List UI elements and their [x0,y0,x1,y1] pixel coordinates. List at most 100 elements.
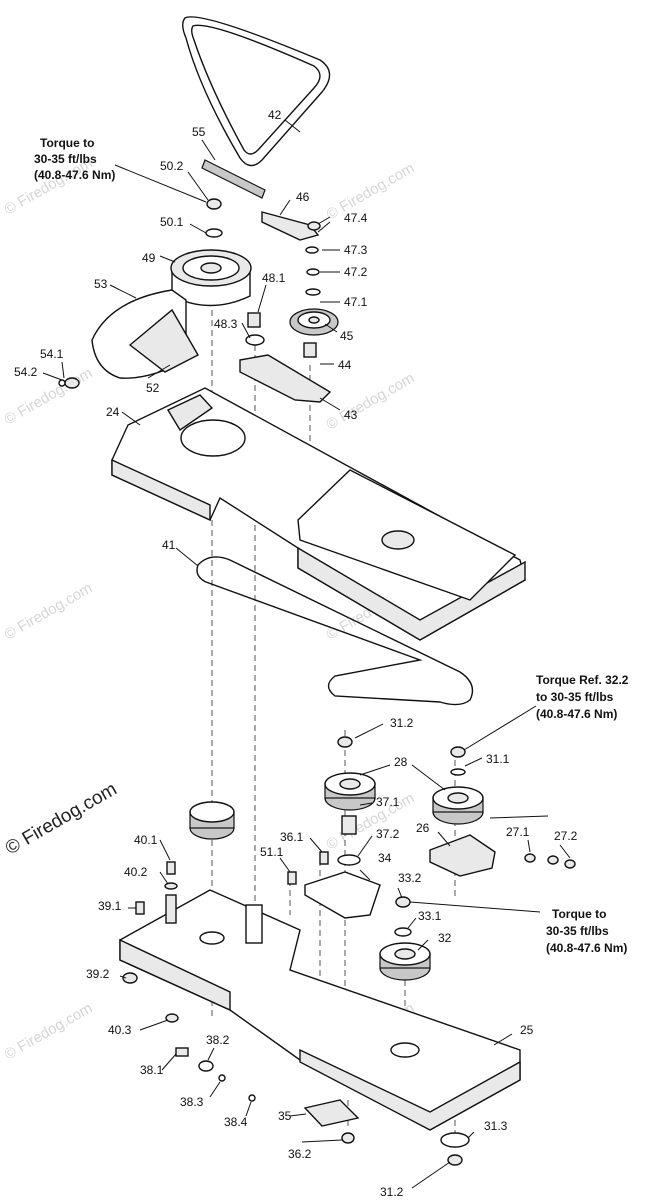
nut-39-2 [122,972,138,984]
callout-47-1: 47.1 [344,295,368,309]
nut-31-2 [337,736,353,748]
callout-47-3: 47.3 [344,243,368,257]
washer-31-1 [450,768,466,776]
washer-37-2 [337,854,361,866]
plate-34 [304,871,381,919]
callout-52: 52 [146,381,160,395]
torque-note-bottom: Torque to 30-35 ft/lbs (40.8-47.6 Nm) [546,907,627,955]
torque-note-line: (40.8-47.6 Nm) [546,941,627,955]
callout-25: 25 [520,1023,534,1037]
callout-51-1: 51.1 [260,845,284,859]
callout-26: 26 [416,821,430,835]
base-plate-25 [119,889,521,1131]
hardware-top [64,198,321,389]
washer-50-1 [205,228,223,238]
torque-note-ref: Torque Ref. 32.2 to 30-35 ft/lbs (40.8-4… [536,673,629,721]
callout-labels: 42 55 50.2 46 47.4 50.1 47.3 49 47.2 48.… [14,108,578,1199]
callout-31-3: 31.3 [484,1119,508,1133]
callout-40-3: 40.3 [108,1023,132,1037]
nut-38-4 [248,1094,256,1102]
nut-50-2 [206,198,222,210]
plate-35 [303,1099,360,1127]
idler-pulley-45 [289,308,339,336]
nut-54-2 [64,377,80,389]
spacer-48-1 [247,312,261,328]
bolt-47-4 [307,221,321,231]
nut-36-2 [341,1132,355,1144]
callout-55: 55 [192,125,206,139]
callout-36-2: 36.2 [288,1147,312,1161]
v-belt-42-inner [191,24,321,155]
bolt-36-1 [319,851,329,865]
callout-40-1: 40.1 [134,833,158,847]
callout-42: 42 [268,108,282,122]
shaft-37-1 [341,815,357,835]
callout-27-2: 27.2 [554,829,578,843]
pulley-49 [170,249,252,307]
torque-note-line: (40.8-47.6 Nm) [34,168,115,182]
washer-47-1 [305,288,321,296]
nut-33-2 [395,896,411,908]
washer-47-3 [305,246,319,254]
callout-38-2: 38.2 [206,1033,230,1047]
callout-40-2: 40.2 [124,865,148,879]
idler-arm-46 [261,211,320,241]
watermark: © Firedog.com [324,159,418,223]
bracket-26 [429,834,496,877]
v-belt-41 [196,556,474,706]
callout-28: 28 [394,755,408,769]
callout-31-2-bottom: 31.2 [380,1185,404,1199]
callout-34: 34 [378,851,392,865]
callout-37-2: 37.2 [376,827,400,841]
watermark: © Firedog.com [324,369,418,433]
callout-38-3: 38.3 [180,1095,204,1109]
bolt-38-1 [175,1047,189,1057]
v-belt-42 [182,16,331,167]
callout-31-2: 31.2 [390,716,414,730]
nut-38-3 [218,1074,226,1082]
callout-24: 24 [106,405,120,419]
torque-note-line: 30-35 ft/lbs [546,924,609,938]
bolt-40-1 [166,861,176,875]
deflector-52 [128,308,199,373]
torque-note-line: Torque to [552,907,606,921]
torque-note-top: Torque to 30-35 ft/lbs (40.8-47.6 Nm) [34,136,115,182]
washer-47-2 [306,268,320,276]
callout-33-1: 33.1 [418,909,442,923]
callout-27-1: 27.1 [506,825,530,839]
spring-55 [201,159,266,199]
washer-31-3 [440,1132,470,1148]
cover-24 [111,387,526,641]
nut-31-2-bottom [447,1154,463,1166]
callout-46: 46 [296,190,310,204]
torque-note-line: 30-35 ft/lbs [34,152,97,166]
washer-38-2 [198,1060,214,1072]
hardware-bottom [175,1047,470,1166]
bolt-39-1 [135,901,145,915]
callout-38-1: 38.1 [140,1063,164,1077]
callout-48-3: 48.3 [214,317,238,331]
nut-31-2-right [450,746,466,758]
bolt-27 [489,815,576,869]
callout-54-1: 54.1 [40,347,64,361]
watermark: © Firedog.com [2,999,96,1063]
callout-47-4: 47.4 [344,211,368,225]
watermark-strong: © Firedog.com [2,779,121,860]
callout-48-1: 48.1 [262,271,286,285]
callout-50-2: 50.2 [160,159,184,173]
callout-32: 32 [438,931,452,945]
bracket-43 [239,354,332,403]
torque-note-line: Torque Ref. 32.2 [536,673,629,687]
washer-33-1 [394,927,412,937]
callout-49: 49 [142,251,156,265]
callout-47-2: 47.2 [344,265,368,279]
torque-note-line: (40.8-47.6 Nm) [536,707,617,721]
washer-40-2 [164,882,178,890]
watermark: © Firedog.com [2,579,96,643]
washer-48-3 [245,334,265,346]
callout-35: 35 [278,1109,292,1123]
callout-36-1: 36.1 [280,830,304,844]
bolt-51-1 [287,871,297,885]
callout-31-1: 31.1 [486,752,510,766]
